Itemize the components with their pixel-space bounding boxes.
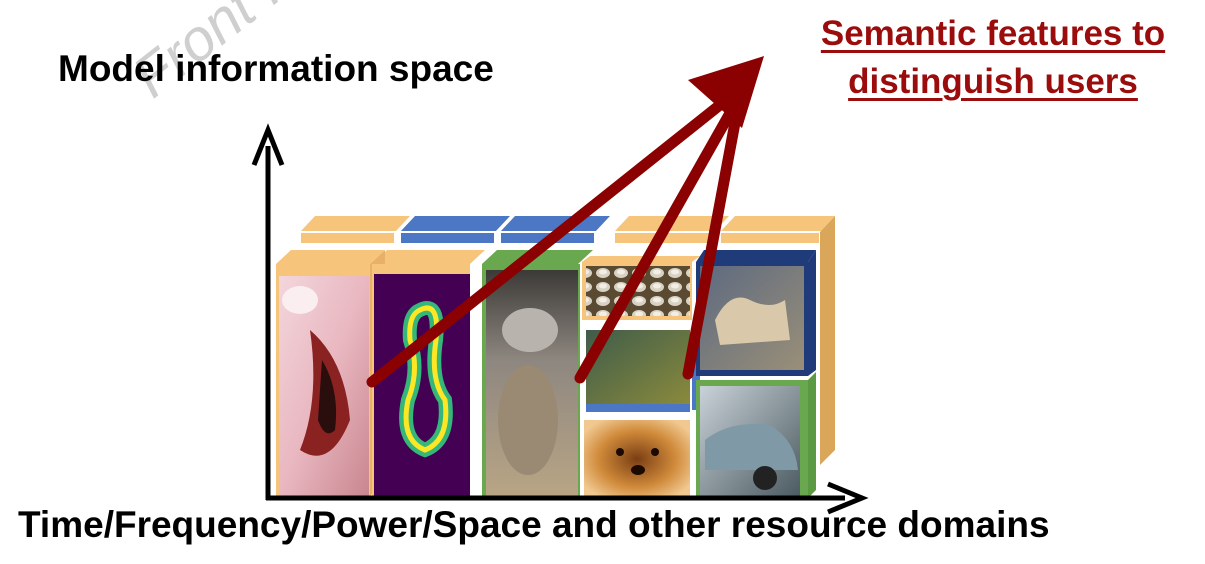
tile-car-image — [696, 372, 816, 498]
callout-line-1: Semantic features to — [820, 14, 1166, 53]
tile-digit-heatmap-image — [372, 264, 470, 496]
tile-pink-animal-image — [276, 250, 385, 496]
arrow-head — [688, 56, 764, 128]
y-axis — [251, 123, 285, 500]
x-axis-label: Time/Frequency/Power/Space and other res… — [18, 504, 1050, 545]
y-axis-label: Model information space — [58, 48, 494, 89]
x-axis — [266, 481, 869, 515]
tile-dog-face-image — [582, 418, 692, 498]
semantic-arrows — [366, 56, 764, 388]
arrow-from-tile-3 — [682, 90, 746, 380]
tile-pebbles-image — [582, 262, 692, 320]
semantic-features-callout: Semantic features to distinguish users — [778, 10, 1205, 106]
front-block-tops — [276, 250, 816, 264]
callout-line-2: distinguish users — [848, 62, 1138, 101]
tile-field-image — [582, 324, 700, 414]
arrow-from-tile-2 — [574, 86, 748, 384]
tile-blurry-animal-image — [482, 264, 580, 496]
tile-horse-image — [696, 250, 816, 376]
arrow-from-tile-1 — [366, 79, 751, 388]
